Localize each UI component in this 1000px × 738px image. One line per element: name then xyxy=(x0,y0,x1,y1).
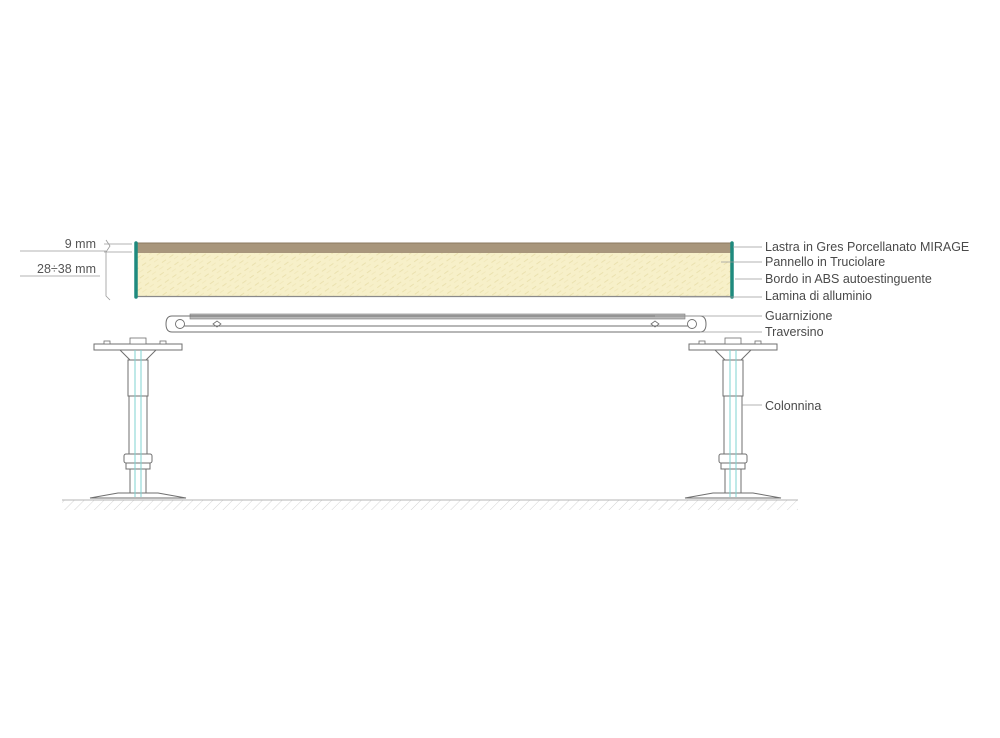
crossbar xyxy=(165,313,707,333)
label-crossbar: Traversino xyxy=(765,325,824,339)
leader-lines xyxy=(655,246,762,406)
label-foil: Lamina di alluminio xyxy=(765,289,872,303)
dimension-markers: 9 mm 28÷38 mm xyxy=(20,237,132,301)
tile-layer xyxy=(137,243,731,253)
pedestal-right xyxy=(684,337,782,499)
component-labels: Lastra in Gres Porcellanato MIRAGE Panne… xyxy=(765,240,969,413)
ground xyxy=(62,499,798,510)
tile-thickness-dimension: 9 mm xyxy=(65,237,96,251)
label-pedestal: Colonnina xyxy=(765,399,821,413)
label-gasket: Guarnizione xyxy=(765,309,832,323)
label-edge: Bordo in ABS autoestinguente xyxy=(765,272,932,286)
label-tile: Lastra in Gres Porcellanato MIRAGE xyxy=(765,240,969,254)
panel-chipboard-texture xyxy=(137,253,731,296)
panel-thickness-dimension: 28÷38 mm xyxy=(37,262,96,276)
floor-panel xyxy=(134,241,734,299)
pedestal-left xyxy=(89,337,187,499)
label-panel: Pannello in Truciolare xyxy=(765,255,885,269)
